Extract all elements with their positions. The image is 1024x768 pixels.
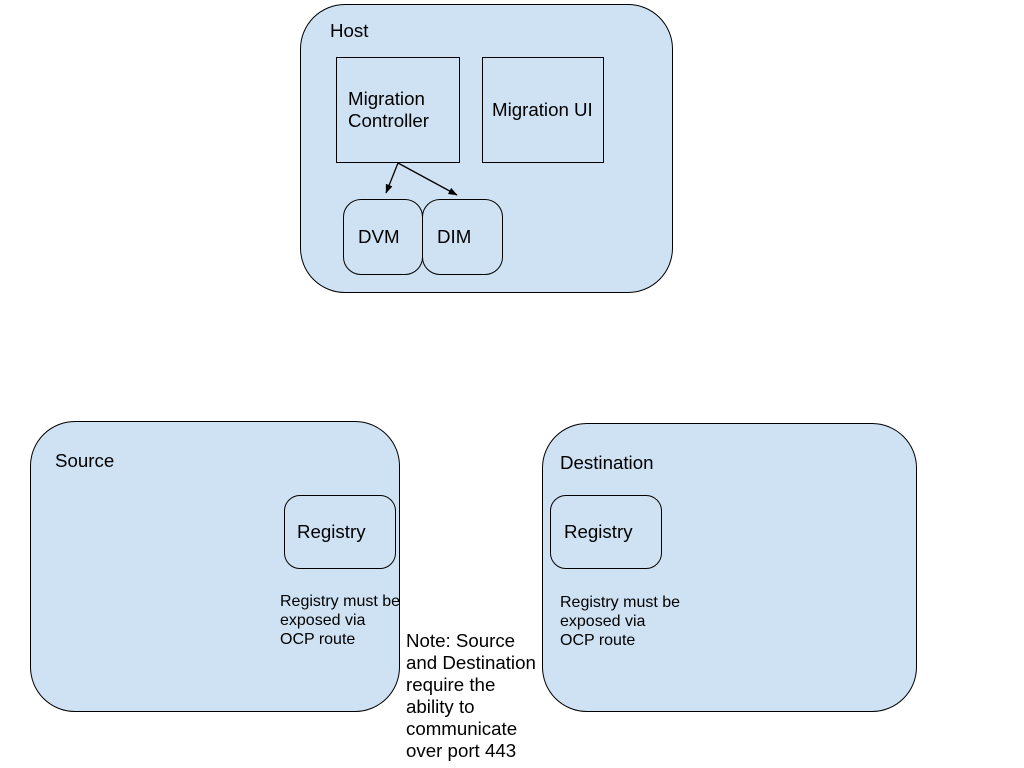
- migration-controller-label: Migration Controller: [348, 88, 430, 131]
- node-migration-ui: Migration UI: [482, 57, 604, 163]
- node-migration-controller: Migration Controller: [336, 57, 460, 163]
- source-registry-caption: Registry must be exposed via OCP route: [280, 593, 401, 648]
- source-label: Source: [55, 450, 115, 471]
- dim-label: DIM: [437, 226, 472, 247]
- dvm-label: DVM: [358, 226, 400, 247]
- host-label: Host: [330, 20, 369, 41]
- source-registry-label: Registry: [297, 521, 366, 542]
- destination-label: Destination: [560, 452, 654, 473]
- node-dvm: DVM: [343, 199, 423, 275]
- node-destination-registry: Registry: [550, 495, 662, 569]
- migration-ui-label: Migration UI: [492, 99, 593, 120]
- node-source-registry: Registry: [284, 495, 396, 569]
- destination-registry-caption: Registry must be exposed via OCP route: [560, 594, 681, 649]
- port-443-note: Note: Source and Destination require the…: [406, 630, 536, 761]
- node-dim: DIM: [422, 199, 503, 275]
- destination-registry-label: Registry: [564, 521, 633, 542]
